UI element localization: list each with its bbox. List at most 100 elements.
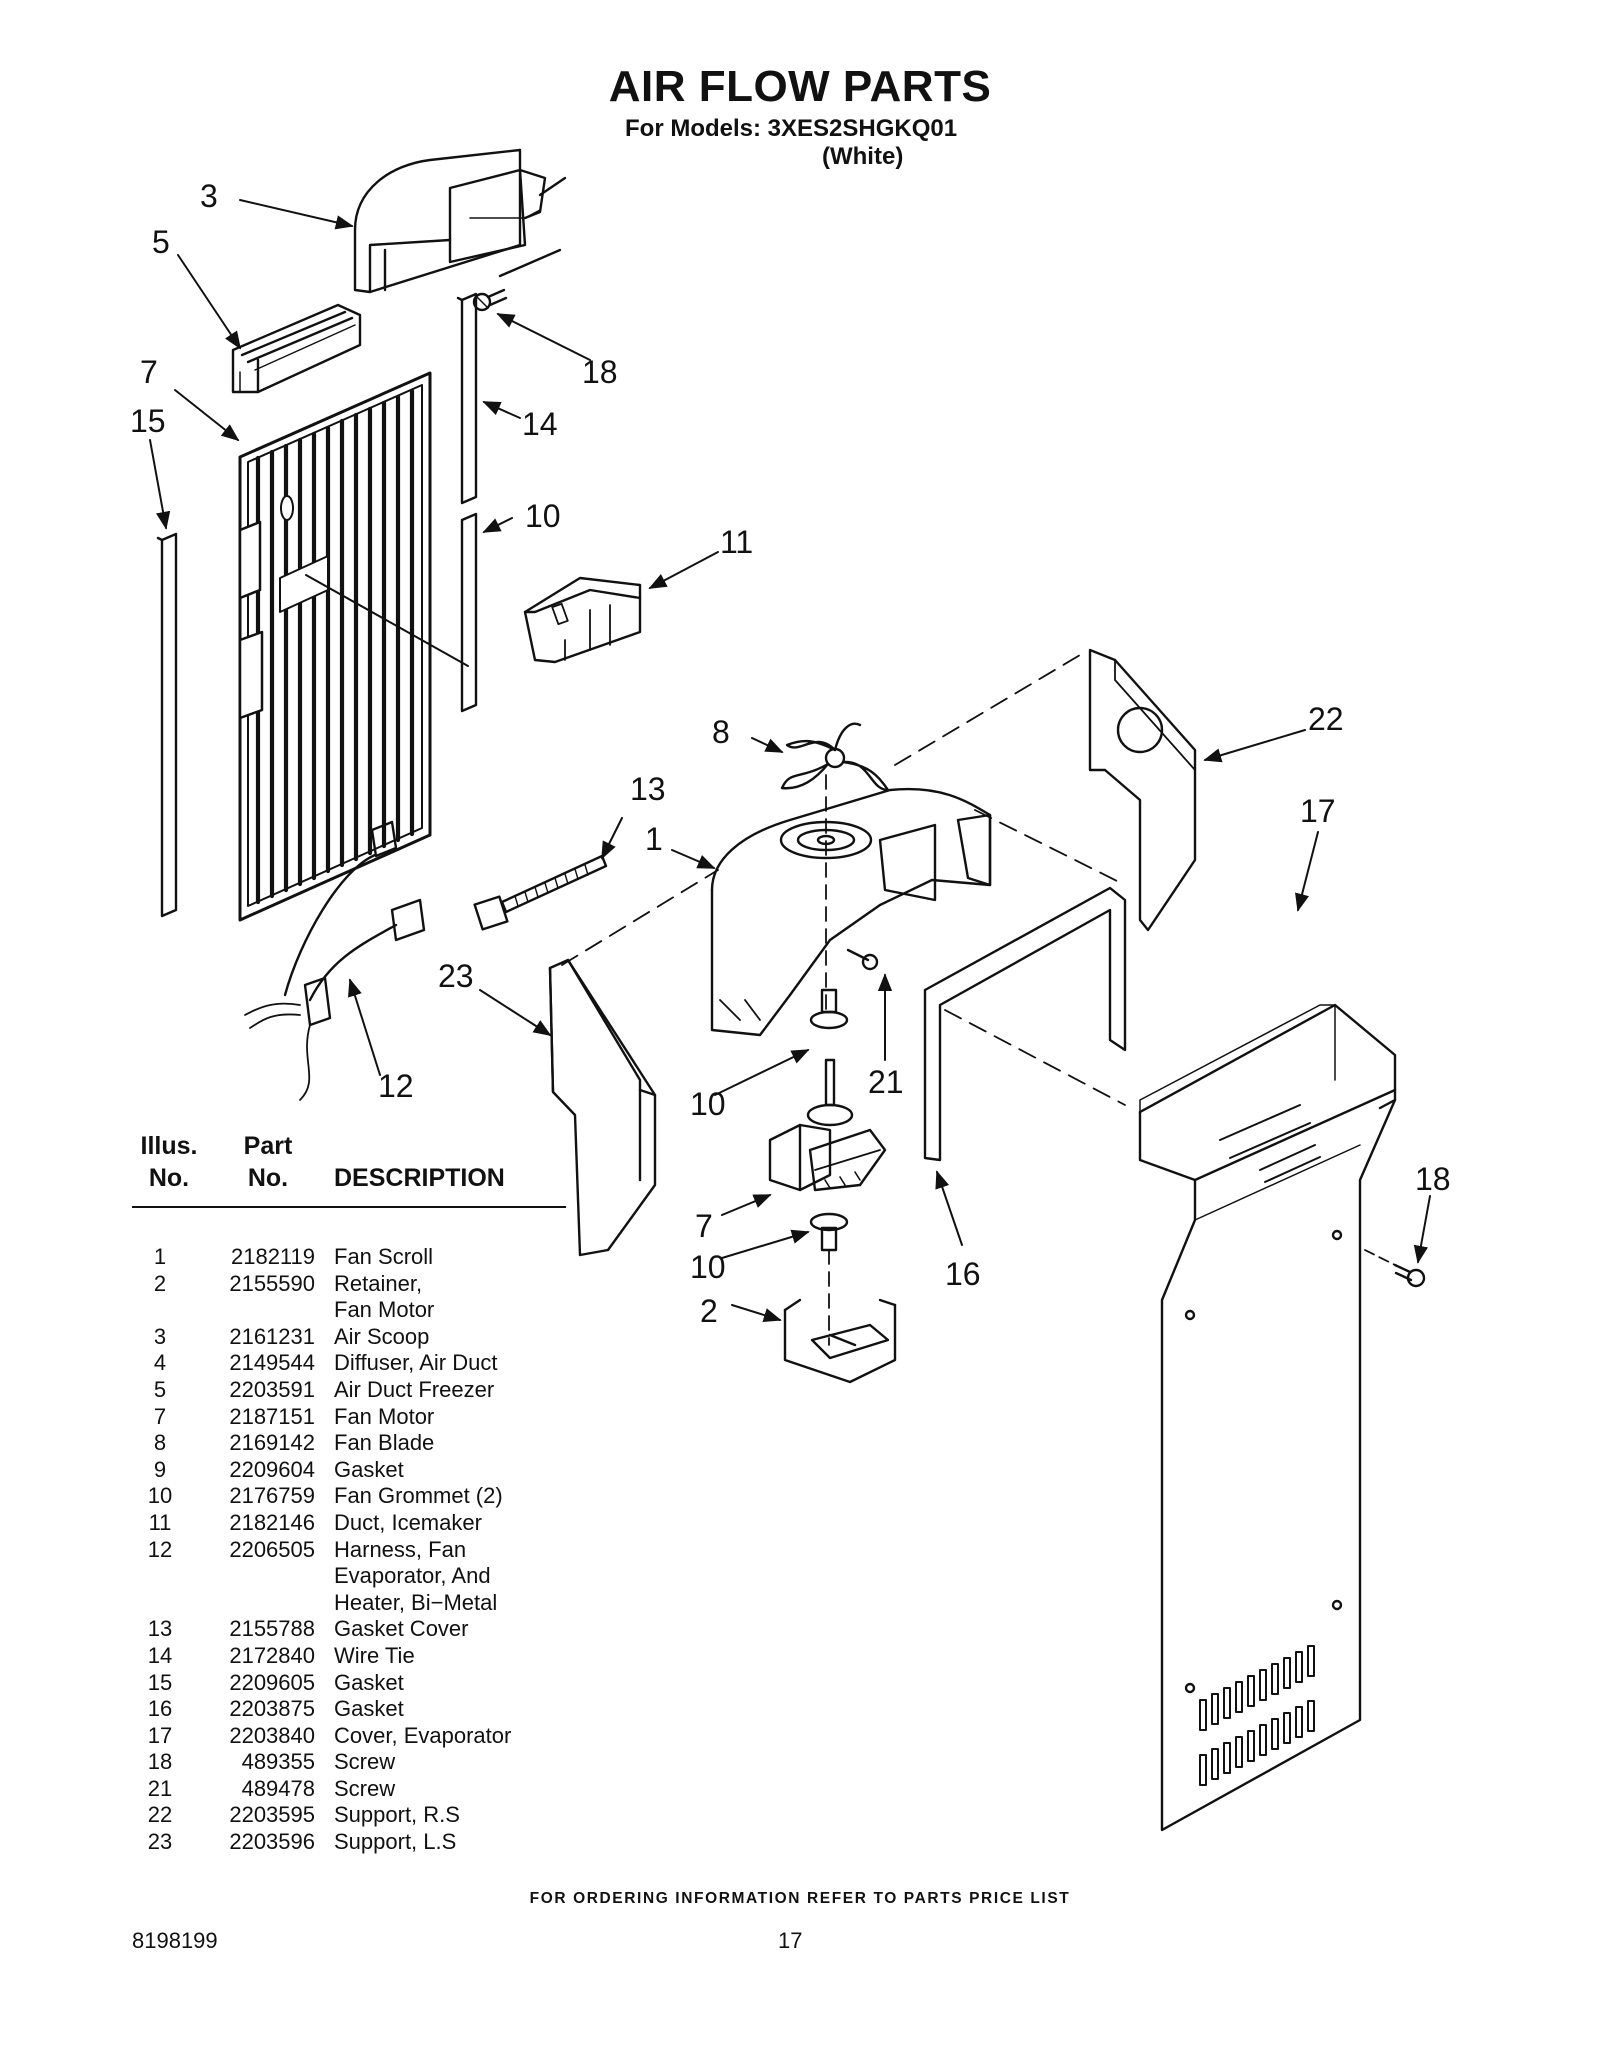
ordering-note: FOR ORDERING INFORMATION REFER TO PARTS … bbox=[529, 1890, 1071, 1907]
callout-label: 10 bbox=[525, 498, 561, 534]
illus-no-cell: 18 bbox=[147, 1749, 173, 1775]
part-no-cell: 2169142 bbox=[229, 1430, 315, 1456]
illus-no-cell: 5 bbox=[153, 1376, 167, 1402]
description-cell: Fan Motor bbox=[334, 1403, 435, 1429]
part-no-cell: 2203840 bbox=[229, 1722, 315, 1748]
part-no-cell: 2176759 bbox=[229, 1483, 315, 1509]
models-line: For Models: 3XES2SHGKQ01 bbox=[625, 115, 958, 142]
part-no-cell: 2203875 bbox=[229, 1696, 315, 1722]
description-cell: Fan Blade bbox=[334, 1430, 435, 1456]
support-right-side-part bbox=[894, 648, 1197, 932]
part-no-cell: 2187151 bbox=[229, 1403, 315, 1429]
part-no-cell: 2206505 bbox=[229, 1536, 315, 1562]
diffuser-part bbox=[231, 303, 362, 394]
evaporator-cover-part bbox=[1138, 1003, 1397, 1832]
description-cell: Screw bbox=[334, 1775, 396, 1801]
description-cell: Fan Motor bbox=[334, 1297, 435, 1323]
callout-label: 12 bbox=[378, 1068, 414, 1104]
description-cell: Retainer, bbox=[334, 1270, 423, 1296]
callout-label: 10 bbox=[690, 1086, 726, 1122]
leader-arrows bbox=[149, 199, 1431, 1323]
illus-no-cell: 11 bbox=[148, 1509, 172, 1535]
part-no-cell: 2209605 bbox=[229, 1669, 315, 1695]
part-no-cell: 2182119 bbox=[230, 1244, 315, 1269]
fan-grommet-upper bbox=[809, 988, 849, 1030]
fan-grommet-lower bbox=[809, 1212, 849, 1252]
callout-label: 5 bbox=[152, 224, 170, 260]
description-cell: Air Duct Freezer bbox=[334, 1376, 495, 1402]
gasket-cover-part bbox=[923, 886, 1127, 1162]
callout-label: 16 bbox=[945, 1256, 981, 1292]
callout-label: 10 bbox=[690, 1249, 726, 1285]
document-number: 8198199 bbox=[132, 1928, 218, 1953]
description-cell: Fan Grommet (2) bbox=[334, 1483, 503, 1509]
header-illus-no: Illus. No. bbox=[136, 1130, 202, 1194]
description-cell: Cover, Evaporator bbox=[334, 1722, 512, 1748]
header-illus-line2: No. bbox=[148, 1164, 190, 1192]
icemaker-duct-part bbox=[523, 576, 642, 664]
header-part-line2: No. bbox=[247, 1164, 289, 1192]
table-header-rule bbox=[132, 1206, 566, 1208]
callout-label: 7 bbox=[695, 1208, 713, 1244]
description-cell: Support, L.S bbox=[334, 1829, 457, 1855]
part-no-cell: 2209604 bbox=[229, 1456, 315, 1482]
illus-no-cell: 13 bbox=[147, 1616, 173, 1642]
illus-no-cell: 1 bbox=[153, 1244, 167, 1269]
callout-label: 14 bbox=[522, 406, 558, 442]
illus-no-cell: 21 bbox=[147, 1775, 173, 1801]
illus-no-cell: 17 bbox=[147, 1722, 173, 1748]
illus-no-cell: 14 bbox=[147, 1642, 173, 1668]
description-cell: Harness, Fan bbox=[334, 1536, 467, 1562]
part-no-cell: 2182146 bbox=[229, 1509, 315, 1535]
part-no-cell: 489355 bbox=[241, 1749, 315, 1775]
description-cell: Diffuser, Air Duct bbox=[334, 1350, 498, 1376]
fan-motor-retainer-part bbox=[783, 1249, 897, 1384]
callout-label: 13 bbox=[630, 771, 666, 807]
callout-label: 18 bbox=[582, 354, 618, 390]
illus-no-cell: 10 bbox=[147, 1483, 173, 1509]
description-cell: Screw bbox=[334, 1749, 396, 1775]
callout-label: 18 bbox=[1415, 1161, 1451, 1197]
description-cell: Evaporator, And bbox=[334, 1563, 491, 1589]
fan-scroll-part bbox=[710, 774, 992, 1037]
header-description: DESCRIPTION bbox=[334, 1164, 505, 1192]
description-cell: Air Scoop bbox=[334, 1323, 430, 1349]
description-cell: Wire Tie bbox=[334, 1642, 415, 1668]
fan-motor-part bbox=[768, 1058, 887, 1192]
part-no-cell: 2172840 bbox=[229, 1642, 315, 1668]
air-duct-freezer-part bbox=[238, 371, 469, 922]
illus-no-cell: 8 bbox=[153, 1430, 167, 1456]
callout-label: 7 bbox=[140, 354, 158, 390]
support-left-side-part bbox=[548, 869, 719, 1257]
callout-label: 21 bbox=[868, 1064, 904, 1100]
callout-label: 8 bbox=[712, 714, 730, 750]
page-title: AIR FLOW PARTS bbox=[608, 62, 992, 111]
harness-part bbox=[244, 820, 426, 1101]
illus-no-cell: 12 bbox=[147, 1536, 173, 1562]
illus-no-cell: 9 bbox=[153, 1456, 167, 1482]
description-cell: Gasket bbox=[334, 1696, 404, 1722]
screw-part-right bbox=[1364, 1249, 1426, 1288]
callout-label: 17 bbox=[1300, 793, 1336, 829]
model-color: (White) bbox=[822, 143, 904, 170]
illus-no-cell: 15 bbox=[147, 1669, 173, 1695]
callout-label: 23 bbox=[438, 958, 474, 994]
illus-no-cell: 7 bbox=[153, 1403, 167, 1429]
screw-part-upper bbox=[472, 288, 508, 312]
part-no-cell: 2155788 bbox=[229, 1616, 315, 1642]
illus-no-cell: 23 bbox=[147, 1829, 173, 1855]
gasket-strip-16 bbox=[156, 532, 178, 918]
part-no-cell: 2155590 bbox=[229, 1270, 315, 1296]
callout-label: 11 bbox=[720, 524, 753, 560]
callout-label: 22 bbox=[1308, 701, 1344, 737]
screw-part-21 bbox=[846, 948, 879, 971]
header-illus-line1: Illus. bbox=[140, 1132, 198, 1160]
illus-no-cell: 22 bbox=[147, 1802, 173, 1828]
header-part-line1: Part bbox=[243, 1132, 293, 1160]
fan-blade-part bbox=[780, 722, 890, 792]
part-no-cell: 2161231 bbox=[229, 1323, 315, 1349]
air-scoop-part bbox=[353, 148, 567, 294]
description-cell: Support, R.S bbox=[334, 1802, 460, 1828]
part-no-cell: 2203595 bbox=[229, 1802, 315, 1828]
